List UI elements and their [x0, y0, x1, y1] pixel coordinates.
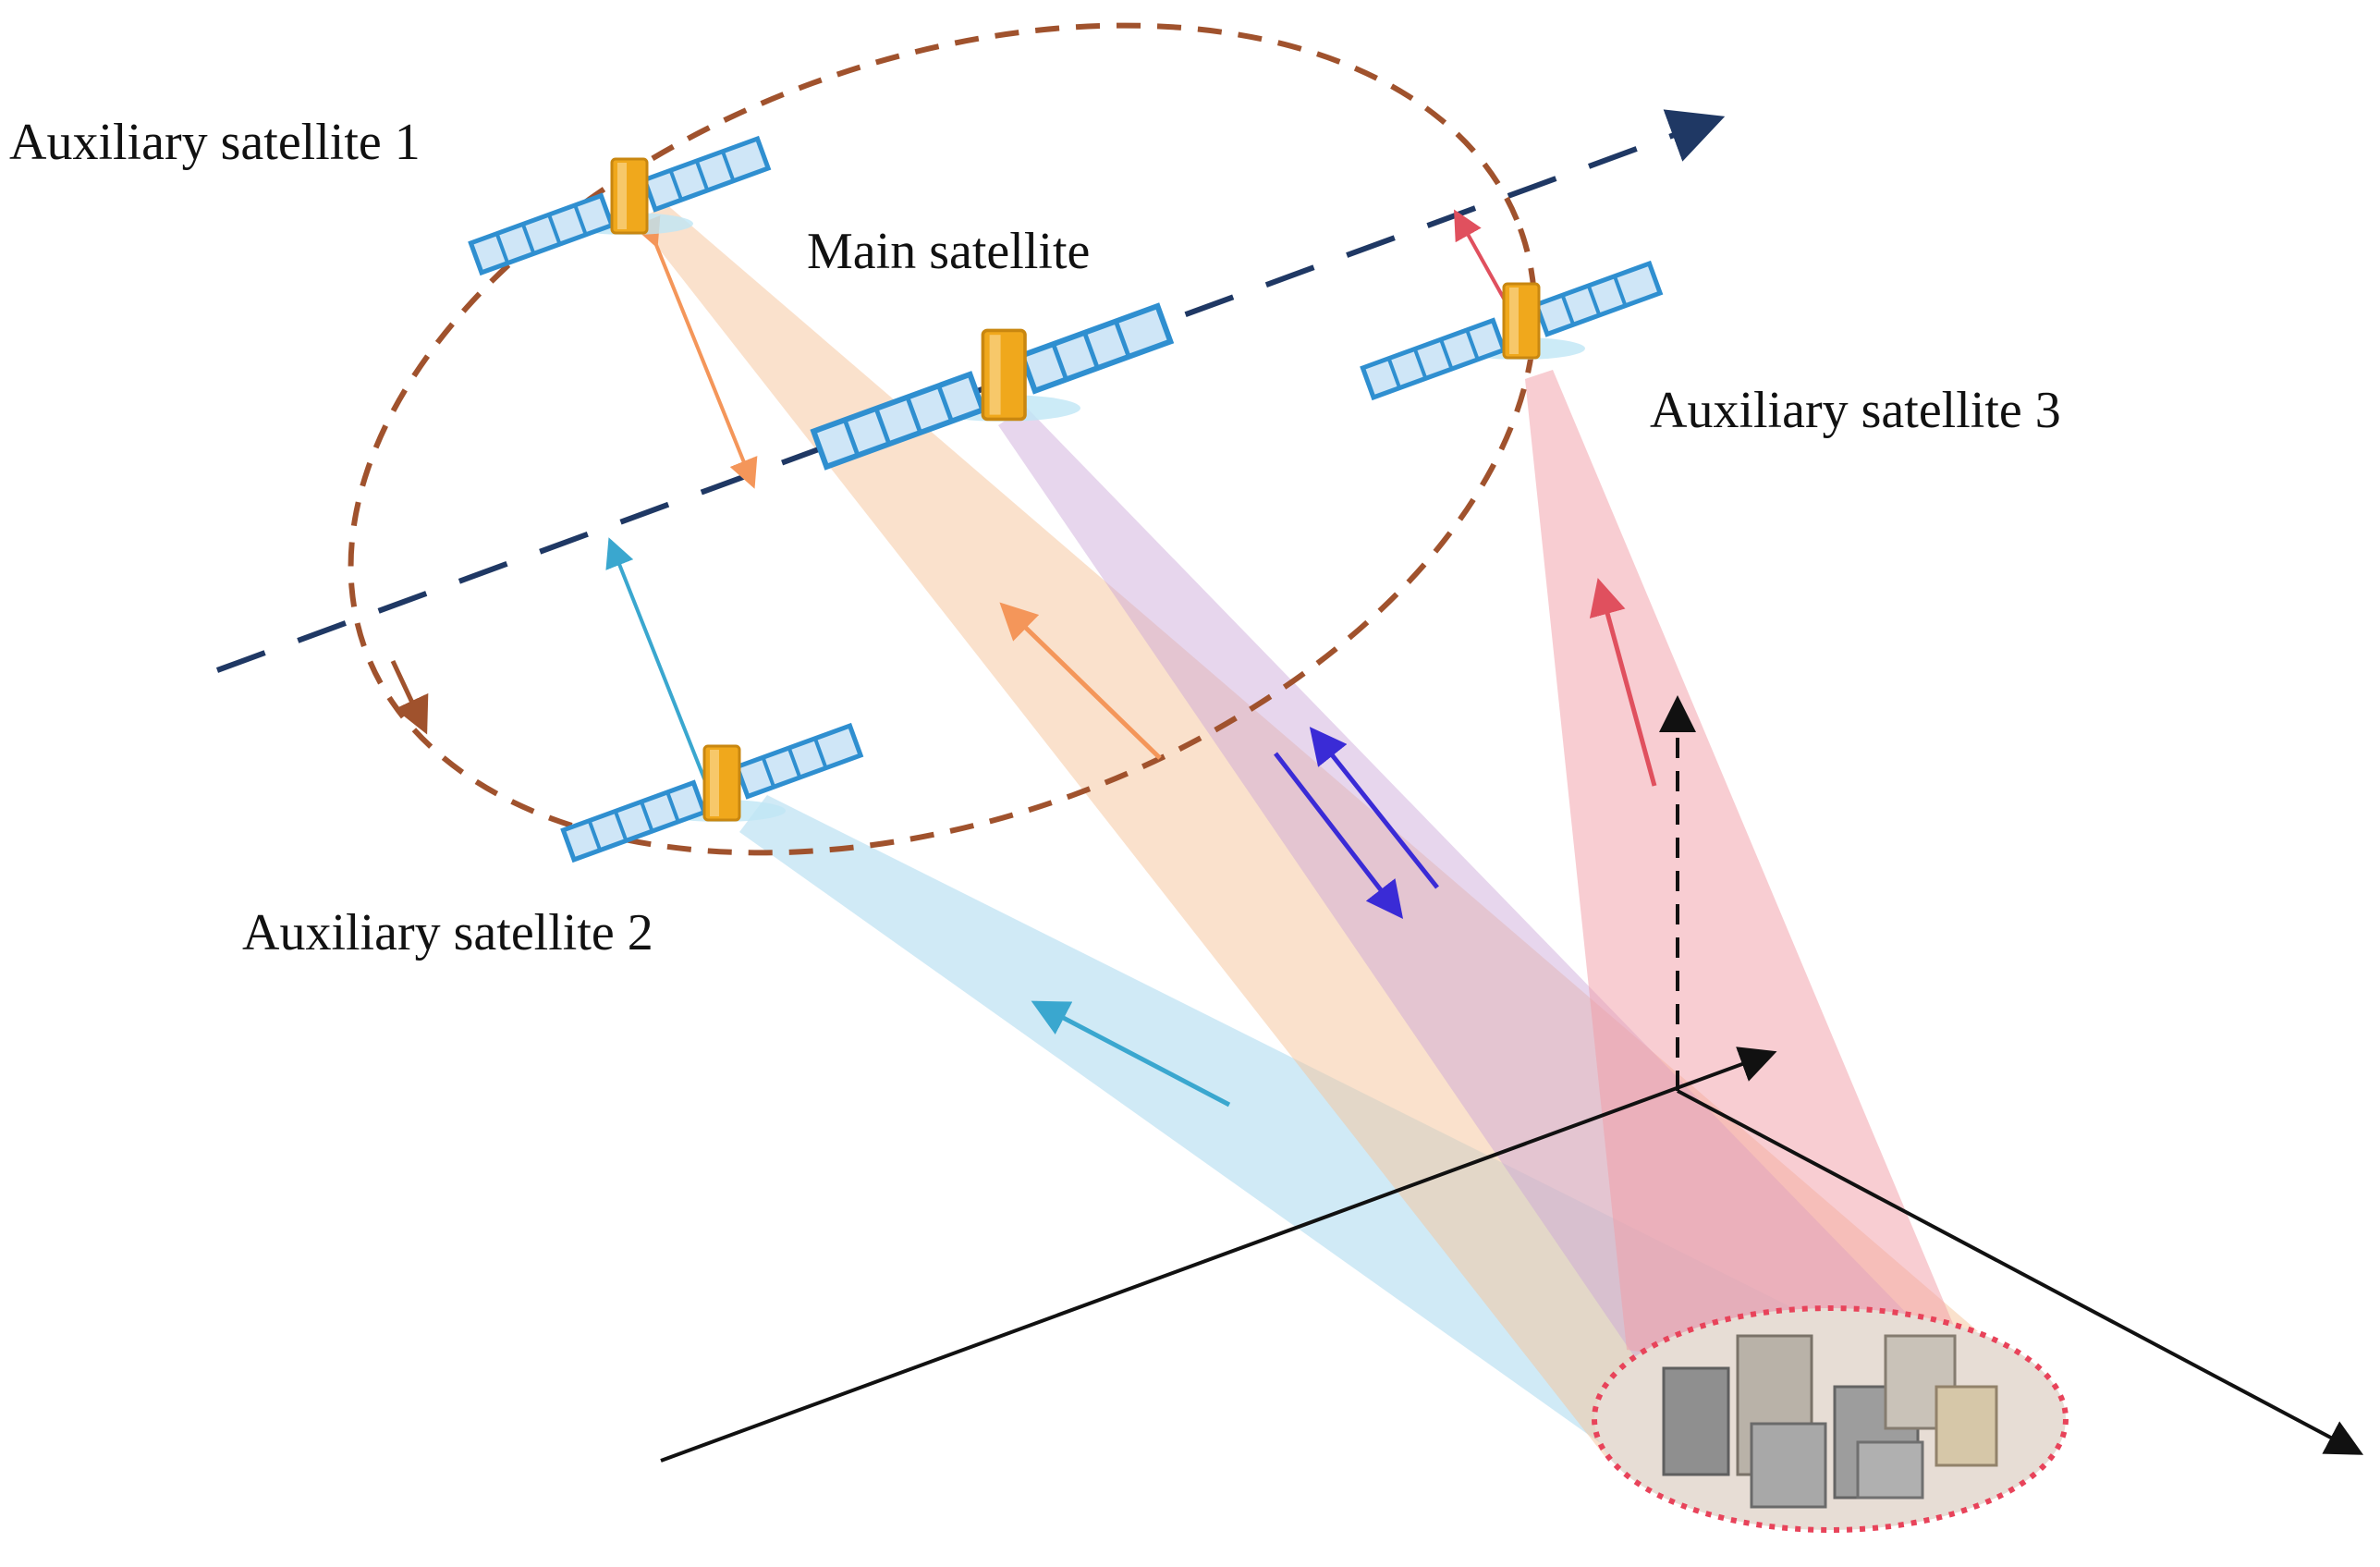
satellite-icon — [470, 139, 768, 273]
axis-x — [660, 1047, 1777, 1463]
target-area — [1592, 1305, 2069, 1533]
label-main: Main satellite — [807, 223, 1090, 280]
signal-arrow-aux1 — [999, 602, 1162, 760]
satellite-icon — [1362, 263, 1660, 398]
orbit-direction-arrow — [390, 659, 429, 735]
signal-arrow-main-up — [1309, 727, 1439, 889]
signal-arrow-main-down — [1274, 752, 1404, 919]
signal-arrow-aux2 — [1031, 1000, 1231, 1108]
label-aux3: Auxiliary satellite 3 — [1650, 382, 2061, 439]
buildings-icon — [1662, 1334, 1998, 1509]
beam-aux3 — [1525, 370, 1987, 1405]
baseline-aux2 — [605, 537, 709, 787]
baseline-aux1 — [632, 215, 758, 489]
relative-orbit — [348, 22, 1538, 856]
axis-y — [1677, 1089, 2364, 1455]
label-aux2: Auxiliary satellite 2 — [242, 904, 653, 961]
signal-arrow-aux3 — [1589, 578, 1657, 787]
label-aux1: Auxiliary satellite 1 — [9, 114, 421, 171]
